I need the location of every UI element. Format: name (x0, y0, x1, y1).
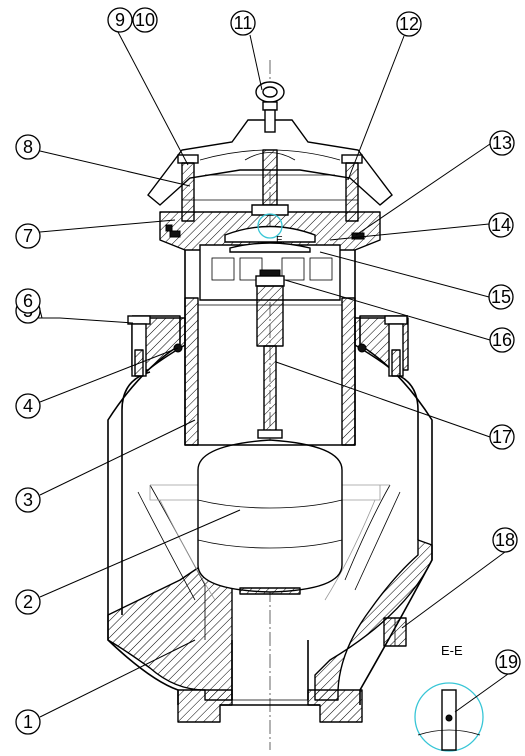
svg-text:19: 19 (498, 652, 518, 672)
float-ball (197, 439, 343, 595)
callout-1: 1 (15, 709, 41, 735)
callout-13: 13 (489, 130, 515, 156)
callout-2: 2 (15, 589, 41, 615)
svg-text:13: 13 (492, 133, 512, 153)
svg-text:2: 2 (23, 592, 33, 612)
detail-e-marker-label: E (276, 235, 283, 246)
svg-text:11: 11 (234, 13, 253, 33)
svg-text:15: 15 (491, 287, 511, 307)
svg-text:14: 14 (491, 215, 511, 235)
callout-19: 19 (495, 649, 521, 675)
callout-8: 8 (15, 134, 41, 160)
svg-text:12: 12 (399, 14, 419, 34)
float-stem (256, 285, 284, 439)
callout-14: 14 (488, 212, 514, 238)
callout-10: 10 (132, 7, 158, 33)
svg-text:8: 8 (23, 137, 33, 157)
callout-9: 9 (107, 7, 133, 33)
callout-6: 6 (15, 288, 41, 314)
svg-text:17: 17 (492, 427, 512, 447)
callout-15: 15 (488, 284, 514, 310)
flange-bolts (127, 315, 408, 377)
detail-e-marker-circle (257, 213, 283, 239)
svg-text:3: 3 (23, 490, 33, 510)
svg-text:7: 7 (23, 226, 33, 246)
svg-text:4: 4 (23, 396, 33, 416)
callout-17: 17 (489, 424, 515, 450)
leader-lines (30, 31, 509, 718)
valve-disc (229, 242, 311, 287)
cover-studs (165, 154, 365, 240)
callout-7: 7 (15, 223, 41, 249)
callout-3: 3 (15, 487, 41, 513)
callout-12: 12 (396, 11, 422, 37)
flange-gaskets (173, 343, 367, 353)
eye-bolt (255, 81, 285, 133)
drain-plug (383, 617, 407, 647)
svg-text:6: 6 (23, 291, 33, 311)
spindle (251, 149, 289, 216)
svg-text:9: 9 (115, 10, 125, 30)
callout-4: 4 (15, 393, 41, 419)
svg-text:10: 10 (135, 10, 155, 30)
valve-body (107, 315, 433, 723)
guide-tube (184, 297, 356, 446)
section-e-e-label: E-E (441, 643, 463, 658)
callout-11: 11 (230, 10, 256, 36)
callout-18: 18 (492, 527, 518, 553)
section-e-e-view: E-E (414, 643, 484, 752)
svg-text:18: 18 (495, 530, 515, 550)
svg-text:16: 16 (492, 330, 512, 350)
callout-16: 16 (489, 327, 515, 353)
svg-text:1: 1 (23, 712, 33, 732)
